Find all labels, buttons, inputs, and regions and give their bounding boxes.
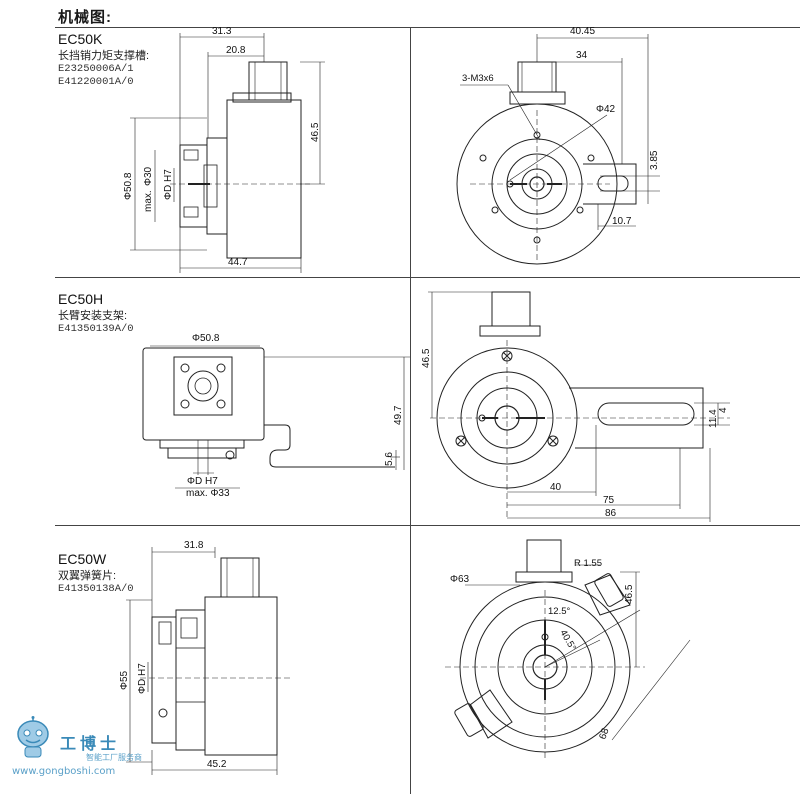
- model-name: EC50W: [58, 551, 107, 567]
- dim-label: 46.5: [421, 348, 432, 368]
- ec50k-front-view: [456, 34, 660, 265]
- watermark-name: 工博士: [60, 734, 121, 753]
- dim-label: 86: [605, 508, 617, 519]
- section-ec50w-label: EC50W 双翼弹簧片: E41350138A/0: [58, 551, 134, 596]
- robot-mascot-icon: [12, 716, 54, 760]
- dim-label: Φ50.8: [192, 333, 220, 344]
- dim-label: 31.8: [184, 540, 204, 551]
- dim-label: ΦD H7: [137, 663, 148, 694]
- watermark-url: www.gongboshi.com: [12, 766, 116, 777]
- dim-label: 5.6: [384, 452, 395, 466]
- dim-label: 46.5: [310, 122, 321, 142]
- dim-label: 3.85: [649, 150, 660, 170]
- dim-label: Φ50.8: [123, 172, 134, 200]
- dim-label: 10.7: [612, 216, 632, 227]
- ec50k-side-view: [130, 33, 325, 273]
- dim-label: 20.8: [226, 45, 246, 56]
- dim-label: 40.45: [570, 26, 595, 37]
- dim-label: Φ63: [450, 574, 470, 585]
- dim-label: 46.5: [624, 584, 635, 604]
- ec50h-side-view: [142, 345, 410, 489]
- ec50w-front-view: [445, 539, 691, 760]
- dim-label: Φ42: [596, 104, 616, 115]
- page-title: 机械图:: [58, 9, 112, 26]
- dim-label: Φ55: [119, 670, 130, 690]
- dim-label: Φ30: [143, 166, 154, 186]
- part-number: E41350139A/0: [58, 323, 134, 335]
- model-name: EC50H: [58, 291, 104, 307]
- dim-label: 11.4: [708, 409, 719, 428]
- dim-label: 4: [718, 407, 729, 413]
- dim-label: 31.3: [212, 26, 232, 37]
- dim-label: 44.7: [228, 257, 248, 268]
- dim-label: 49.7: [393, 405, 404, 425]
- dim-label: max. Φ33: [186, 488, 230, 499]
- model-desc: 长挡销力矩支撑槽:: [58, 50, 150, 62]
- section-ec50k-label: EC50K 长挡销力矩支撑槽: E23250006A/1 E41220001A/…: [58, 31, 149, 89]
- model-desc: 双翼弹簧片:: [58, 570, 117, 582]
- ec50w-side-view: [126, 547, 290, 775]
- row-divider-1: [55, 277, 800, 278]
- dim-label: max.: [143, 190, 154, 212]
- ec50h-front-view: [428, 291, 730, 522]
- header-divider: [55, 27, 800, 28]
- part-number: E41350138A/0: [58, 583, 134, 595]
- dim-label: ΦD H7: [187, 476, 218, 487]
- dim-label: 3-M3x6: [462, 73, 494, 84]
- row-divider-2: [55, 525, 800, 526]
- section-ec50h-label: EC50H 长臂安装支架: E41350139A/0: [58, 291, 134, 336]
- dim-label: 68: [597, 726, 611, 741]
- dim-label: 75: [603, 495, 615, 506]
- column-divider: [410, 27, 411, 794]
- dim-label: ΦD H7: [163, 169, 174, 200]
- dim-label: 34: [576, 50, 588, 61]
- part-number: E23250006A/1: [58, 63, 134, 75]
- model-name: EC50K: [58, 31, 103, 47]
- dim-label: 40: [550, 482, 562, 493]
- part-number: E41220001A/0: [58, 76, 134, 88]
- dim-label: 12.5°: [548, 606, 570, 617]
- model-desc: 长臂安装支架:: [58, 310, 128, 322]
- dim-label: R 1.55: [574, 558, 602, 569]
- watermark-sub: 智能工厂服务商: [86, 753, 142, 762]
- dim-label: 45.2: [207, 759, 227, 770]
